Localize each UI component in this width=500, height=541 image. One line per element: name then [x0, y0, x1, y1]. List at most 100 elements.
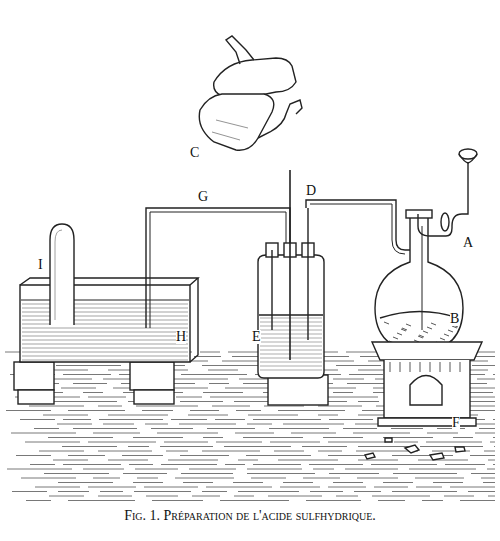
texture-stroke: [333, 392, 353, 393]
texture-stroke: [181, 374, 247, 375]
texture-stroke: [225, 464, 245, 465]
texture-stroke: [61, 388, 96, 389]
texture-stroke: [393, 337, 398, 339]
texture-stroke: [123, 473, 167, 474]
texture-stroke: [260, 346, 322, 347]
texture-stroke: [260, 354, 322, 355]
texture-stroke: [175, 478, 234, 479]
texture-stroke: [280, 487, 320, 488]
texture-stroke: [390, 362, 391, 372]
texture-stroke: [269, 428, 329, 429]
texture-stroke: [313, 469, 334, 470]
texture-stroke: [25, 442, 80, 443]
texture-stroke: [207, 428, 255, 429]
texture-stroke: [418, 336, 423, 338]
callout-letter: E: [252, 330, 261, 344]
texture-stroke: [68, 410, 125, 411]
texture-stroke: [479, 428, 495, 429]
texture-stroke: [440, 362, 441, 372]
texture-stroke: [260, 326, 322, 327]
texture-stroke: [420, 362, 421, 372]
texture-stroke: [93, 478, 120, 479]
texture-stroke: [391, 428, 423, 429]
texture-stroke: [437, 428, 465, 429]
texture-stroke: [238, 460, 258, 461]
texture-stroke: [445, 464, 485, 465]
texture-stroke: [493, 464, 495, 465]
texture-stroke: [152, 500, 203, 501]
texture-stroke: [416, 487, 442, 488]
texture-stroke: [260, 338, 322, 339]
texture-stroke: [420, 446, 483, 447]
texture-stroke: [475, 433, 495, 434]
texture-stroke: [133, 437, 183, 438]
texture-stroke: [224, 446, 291, 447]
texture-stroke: [200, 352, 220, 353]
texture-stroke: [345, 469, 398, 470]
texture-stroke: [21, 478, 76, 479]
texture-stroke: [374, 487, 408, 488]
texture-stroke: [274, 451, 304, 452]
texture-stroke: [6, 410, 51, 411]
texture-stroke: [52, 401, 117, 402]
texture-stroke: [422, 500, 443, 501]
texture-stroke: [487, 469, 495, 470]
texture-stroke: [134, 491, 191, 492]
texture-stroke: [477, 379, 495, 380]
texture-stroke: [283, 424, 344, 425]
texture-stroke: [22, 304, 188, 305]
texture-stroke: [108, 460, 148, 461]
texture-stroke: [444, 334, 449, 336]
texture-stroke: [418, 460, 468, 461]
texture-stroke: [427, 327, 432, 329]
texture-stroke: [426, 442, 482, 443]
texture-stroke: [248, 415, 298, 416]
texture-stroke: [329, 473, 379, 474]
texture-stroke: [22, 336, 188, 337]
texture-stroke: [450, 362, 451, 372]
texture-stroke: [430, 362, 431, 372]
texture-stroke: [98, 496, 132, 497]
texture-stroke: [236, 410, 261, 411]
texture-stroke: [22, 324, 188, 325]
delivery-tube: [306, 200, 412, 250]
texture-stroke: [253, 419, 321, 420]
texture-stroke: [372, 496, 430, 497]
texture-stroke: [20, 419, 55, 420]
texture-stroke: [384, 322, 389, 324]
texture-stroke: [35, 487, 80, 488]
texture-stroke: [427, 433, 458, 434]
texture-stroke: [468, 491, 495, 492]
texture-stroke: [490, 442, 495, 443]
texture-stroke: [83, 469, 124, 470]
texture-stroke: [409, 469, 476, 470]
texture-stroke: [400, 362, 401, 372]
texture-stroke: [406, 324, 411, 326]
texture-stroke: [210, 397, 270, 398]
texture-stroke: [73, 428, 137, 429]
callout-letter: F: [452, 416, 460, 430]
texture-stroke: [423, 331, 428, 333]
texture-stroke: [260, 358, 322, 359]
texture-stroke: [260, 362, 322, 363]
texture-stroke: [135, 469, 178, 470]
texture-stroke: [30, 464, 55, 465]
texture-stroke: [68, 455, 105, 456]
texture-stroke: [472, 365, 495, 366]
texture-stroke: [494, 446, 495, 447]
texture-stroke: [206, 487, 272, 488]
texture-stroke: [98, 406, 122, 407]
texture-stroke: [306, 500, 361, 501]
callout-letter: I: [38, 258, 43, 272]
texture-stroke: [88, 487, 136, 488]
texture-stroke: [333, 379, 364, 380]
texture-stroke: [328, 487, 366, 488]
texture-stroke: [353, 433, 410, 434]
texture-stroke: [53, 460, 88, 461]
texture-stroke: [22, 332, 188, 333]
texture-stroke: [383, 482, 413, 483]
lumps: [365, 438, 465, 460]
texture-stroke: [63, 374, 111, 375]
